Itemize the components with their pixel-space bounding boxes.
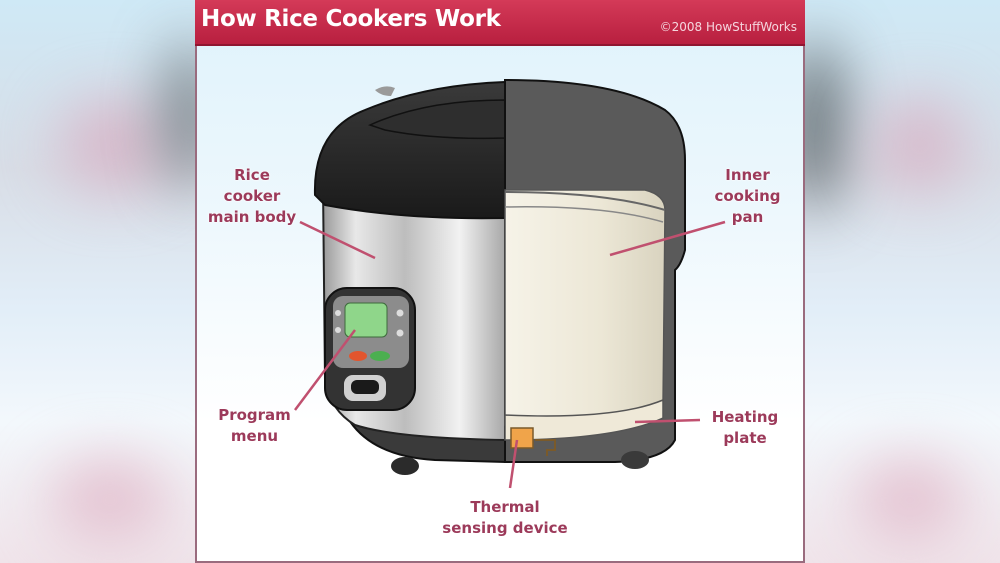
label-line: plate bbox=[723, 429, 767, 447]
label-line: Rice bbox=[234, 166, 270, 184]
label-line: Inner bbox=[725, 166, 770, 184]
infographic-panel: How Rice Cookers Work ©2008 HowStuffWork… bbox=[195, 0, 805, 563]
cooker-exterior-half bbox=[313, 80, 506, 475]
blurred-background-right bbox=[805, 0, 1000, 563]
label-line: pan bbox=[731, 208, 764, 226]
label-line: Heating bbox=[711, 408, 779, 426]
label-main-body: Rice cooker main body bbox=[197, 165, 307, 228]
diagram-title: How Rice Cookers Work bbox=[201, 6, 501, 32]
label-line: cooking bbox=[714, 187, 781, 205]
label-inner-pan: Inner cooking pan bbox=[700, 165, 795, 228]
label-program-menu: Program menu bbox=[207, 405, 302, 447]
leader-lines bbox=[294, 220, 726, 489]
blurred-background-left bbox=[0, 0, 195, 563]
label-line: sensing device bbox=[442, 519, 568, 537]
label-line: menu bbox=[230, 427, 279, 445]
label-line: main body bbox=[207, 208, 297, 226]
label-line: cooker bbox=[223, 187, 281, 205]
copyright-notice: ©2008 HowStuffWorks bbox=[659, 20, 797, 34]
rice-cooker-illustration bbox=[294, 78, 726, 489]
header-bar: How Rice Cookers Work ©2008 HowStuffWork… bbox=[195, 0, 805, 46]
label-line: Program bbox=[218, 406, 291, 424]
label-thermal-sensor: Thermal sensing device bbox=[425, 497, 585, 539]
label-line: Thermal bbox=[470, 498, 540, 516]
cooker-cutaway-half bbox=[504, 78, 686, 469]
label-heating-plate: Heating plate bbox=[700, 407, 790, 449]
